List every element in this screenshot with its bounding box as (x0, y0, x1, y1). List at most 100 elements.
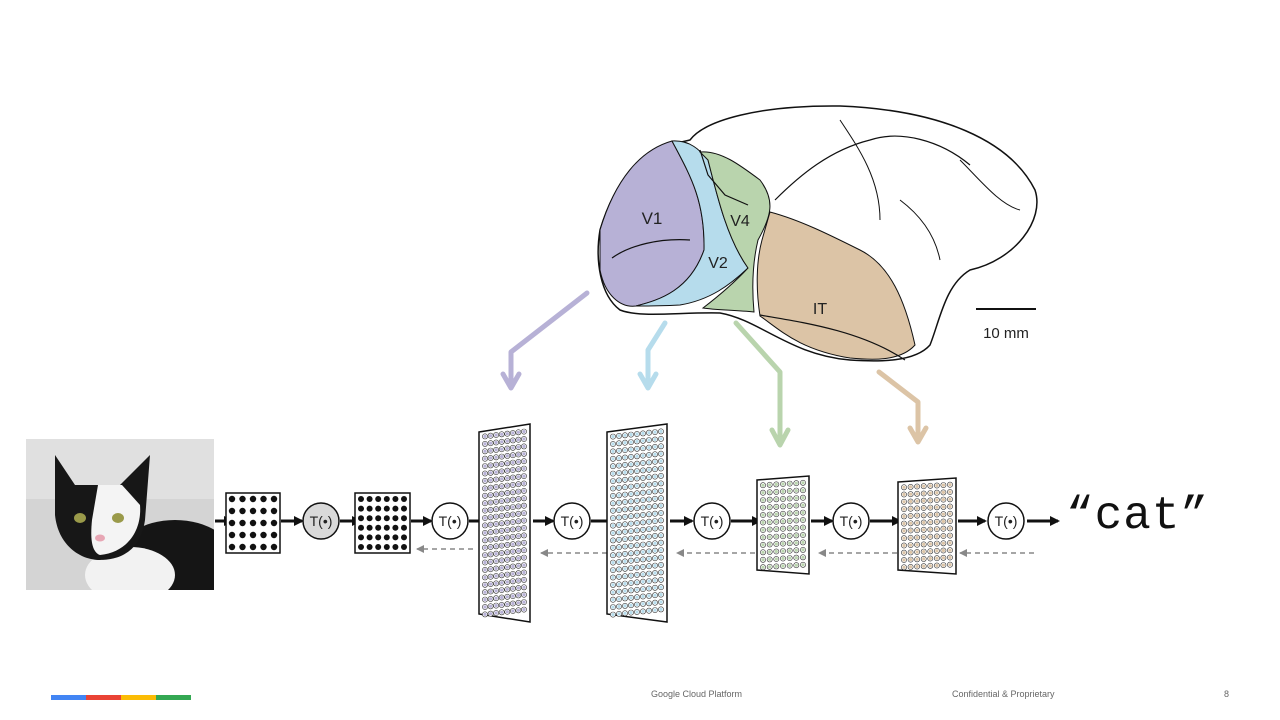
neuron-unit-fill (611, 457, 615, 461)
neuron-unit-fill (611, 538, 615, 543)
neuron-unit-fill (659, 429, 663, 433)
neuron-unit-fill (635, 521, 639, 525)
neuron-unit (239, 495, 246, 503)
neuron-unit-fill (774, 542, 778, 546)
neuron-unit-fill (941, 556, 946, 560)
neuron-unit-fill (635, 499, 639, 503)
neuron-unit-fill (774, 482, 778, 486)
neuron-unit (392, 505, 399, 512)
neuron-unit-fill (489, 478, 493, 482)
neuron-unit-fill (494, 552, 498, 556)
neuron-unit-fill (659, 563, 663, 567)
neuron-unit-fill (516, 475, 521, 479)
neuron-unit-fill (653, 430, 657, 434)
neuron-unit-fill (611, 464, 615, 468)
brand-color-bar (51, 695, 191, 700)
neuron-unit-fill (928, 513, 932, 517)
neuron-unit-fill (522, 430, 526, 434)
neuron-unit (270, 495, 278, 503)
neuron-unit-fill (494, 596, 498, 600)
neuron-unit (375, 515, 382, 522)
neuron-unit-fill (935, 542, 939, 546)
neuron-unit-fill (902, 500, 906, 504)
neuron-unit-fill (659, 466, 663, 471)
neuron-unit-fill (774, 557, 778, 561)
neuron-unit-fill (483, 605, 487, 609)
neuron-unit-fill (902, 551, 906, 555)
neuron-unit-fill (774, 535, 778, 539)
neuron-unit-fill (494, 522, 498, 526)
neuron-unit-fill (922, 499, 926, 503)
neuron-unit (270, 507, 278, 515)
neuron-unit-fill (774, 527, 778, 531)
neuron-unit-fill (629, 455, 633, 459)
neuron-unit-fill (522, 556, 526, 560)
neuron-unit-fill (659, 593, 663, 597)
neuron-unit-fill (629, 596, 633, 600)
neuron-unit-fill (500, 432, 504, 436)
neuron-unit-fill (635, 528, 639, 533)
neuron-unit-fill (629, 447, 633, 452)
neuron-unit (392, 534, 399, 541)
neuron-unit-fill (935, 556, 939, 560)
neuron-unit-fill (928, 491, 932, 495)
v1-mapping-arrow (500, 290, 590, 391)
neuron-unit-fill (516, 556, 521, 560)
neuron-unit-fill (629, 522, 633, 526)
neuron-unit-fill (635, 558, 639, 562)
neuron-unit-fill (483, 442, 487, 446)
neuron-unit (249, 543, 257, 551)
neuron-unit-fill (781, 504, 785, 508)
neuron-unit-fill (629, 462, 633, 466)
neuron-unit-fill (781, 549, 785, 553)
neuron-unit-fill (641, 468, 645, 472)
neuron-unit (249, 519, 257, 527)
neuron-unit-fill (948, 534, 952, 538)
neuron-unit-fill (617, 486, 621, 490)
neuron-unit-fill (500, 455, 504, 459)
neuron-unit-fill (909, 536, 913, 540)
neuron-unit-fill (928, 520, 932, 524)
neuron-unit-fill (505, 565, 509, 569)
neuron-unit-fill (647, 446, 651, 450)
neuron-unit-fill (505, 595, 509, 599)
neuron-unit-fill (511, 498, 515, 502)
neuron-unit-fill (774, 505, 778, 509)
neuron-unit-fill (641, 461, 645, 465)
neuron-unit-fill (516, 534, 521, 538)
neuron-unit (270, 543, 278, 551)
neuron-unit-fill (935, 505, 939, 509)
neuron-unit-fill (781, 542, 785, 546)
neuron-unit (401, 505, 407, 512)
neuron-unit-fill (928, 549, 932, 553)
neuron-unit-fill (511, 594, 515, 598)
brand-green (156, 695, 191, 700)
neuron-unit-fill (629, 433, 633, 437)
neuron-unit-fill (948, 490, 952, 494)
neuron-unit-fill (902, 558, 906, 562)
v4-layer-grid (756, 475, 810, 575)
sulcus-5 (839, 119, 1021, 261)
neuron-unit-fill (653, 467, 657, 471)
neuron-unit-fill (511, 438, 515, 442)
neuron-unit-fill (915, 484, 919, 489)
neuron-unit-fill (909, 492, 913, 496)
neuron-unit-fill (641, 580, 645, 584)
neuron-unit-fill (494, 559, 498, 563)
neuron-unit-fill (511, 535, 515, 539)
neuron-unit-fill (489, 508, 493, 512)
neuron-unit-fill (522, 585, 526, 589)
neuron-unit-fill (653, 512, 657, 516)
neuron-unit (260, 519, 267, 527)
neuron-unit-fill (516, 490, 521, 494)
neuron-unit-fill (629, 536, 633, 541)
neuron-unit-fill (505, 454, 509, 458)
neuron-unit-fill (511, 483, 515, 487)
neuron-unit-fill (948, 483, 952, 487)
neuron-unit-fill (635, 469, 639, 473)
neuron-unit-fill (653, 482, 657, 486)
neuron-unit-fill (483, 553, 487, 557)
neuron-unit-fill (500, 492, 504, 496)
neuron-unit-fill (915, 535, 919, 540)
neuron-unit (375, 496, 382, 502)
